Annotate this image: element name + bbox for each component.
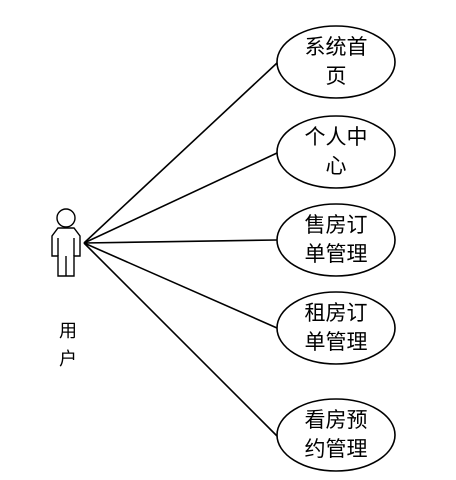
use-case-label-home: 系统首 页 bbox=[304, 35, 368, 88]
use-case-label-viewing-appointments: 看房预 约管理 bbox=[304, 408, 368, 461]
association-line-3 bbox=[83, 239, 278, 244]
use-case-ellipse-2 bbox=[276, 115, 396, 189]
use-case-label-sale-orders: 售房订 单管理 bbox=[304, 213, 368, 266]
use-case-label-profile: 个人中 心 bbox=[304, 125, 368, 178]
use-case-ellipse-3 bbox=[276, 203, 396, 277]
actor-label: 用 户 bbox=[59, 321, 77, 370]
use-case-ellipse-4 bbox=[276, 291, 396, 365]
association-line-1 bbox=[83, 62, 278, 244]
association-line-4 bbox=[83, 242, 278, 329]
use-case-ellipse-5 bbox=[276, 398, 396, 472]
actor-user-icon bbox=[51, 208, 81, 277]
use-case-label-rent-orders: 租房订 单管理 bbox=[304, 301, 368, 354]
use-case-ellipse-1 bbox=[276, 25, 396, 99]
association-line-5 bbox=[83, 242, 278, 437]
association-line-2 bbox=[83, 152, 278, 244]
